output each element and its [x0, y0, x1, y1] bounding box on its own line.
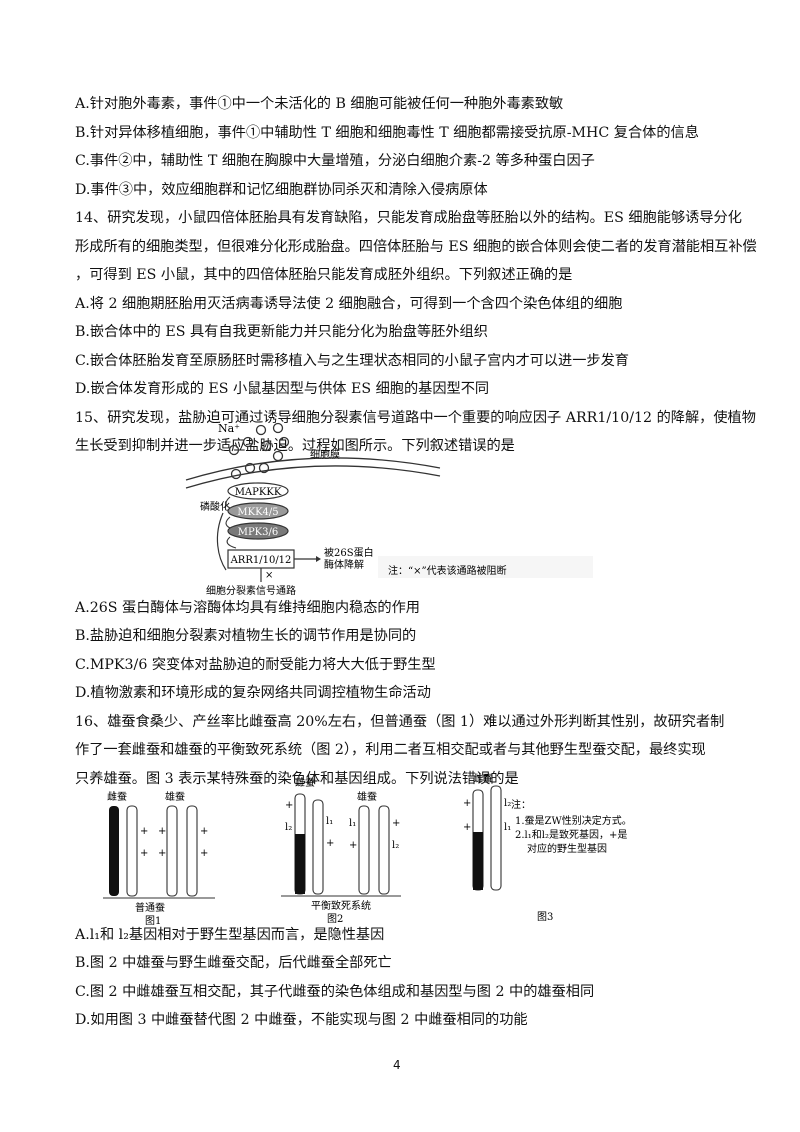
fig2-l1: l₁: [326, 816, 333, 827]
phos-curve: [216, 512, 227, 571]
fig16-note-3: 对应的野生型基因: [527, 842, 607, 855]
block-mark: ×: [265, 570, 273, 581]
fig2-plus: +: [285, 800, 293, 811]
fig2-female-label: 雌蚕: [295, 776, 315, 789]
option-13a: A.针对胞外毒素，事件①中一个未活化的 B 细胞可能被任何一种胞外毒素致敏: [75, 96, 564, 112]
fig2-w-dark-segment: [295, 834, 305, 894]
membrane-inner: [185, 465, 441, 489]
note-panel: [378, 556, 593, 578]
fig1-male-z1: [166, 805, 178, 897]
kinase-mapkkk: [227, 482, 289, 500]
inner-ions: [230, 462, 270, 480]
question-14-line3: ，可得到 ES 小鼠，其中的四倍体胚胎只能发育成胚外组织。下列叙述正确的是: [75, 267, 573, 283]
fig3-plus: +: [463, 798, 471, 809]
arrow-1: [225, 496, 231, 509]
question-15-line2: 生长受到抑制并进一步适应盐胁迫。过程如图所示。下列叙述错误的是: [75, 438, 515, 454]
degradation-label-2: 酶体降解: [324, 558, 364, 571]
option-15d: D.植物激素和环境形成的复杂网络共同调控植物生命活动: [75, 685, 431, 701]
fig2-l2: l₂: [285, 822, 292, 833]
fig2-plus: +: [349, 840, 357, 851]
fig1-female-label: 雌蚕: [107, 790, 127, 803]
kinase-mkk45: [227, 502, 289, 520]
option-14c: C.嵌合体胚胎发育至原肠胚时需移植入与之生理状态相同的小鼠子宫内才可以进一步发育: [75, 353, 629, 369]
option-14b: B.嵌合体中的 ES 具有自我更新能力并只能分化为胎盘等胚外组织: [75, 324, 488, 340]
mkk45-label: MKK4/5: [237, 507, 278, 518]
option-15b: B.盐胁迫和细胞分裂素对植物生长的调节作用是协同的: [75, 628, 417, 644]
option-13d: D.事件③中，效应细胞群和记忆细胞群协同杀灭和清除入侵病原体: [75, 182, 488, 198]
fig2-plus: +: [326, 838, 334, 849]
arr-label: ARR1/10/12: [230, 555, 292, 566]
fig1-male-label: 雄蚕: [165, 790, 185, 803]
option-15a: A.26S 蛋白酶体与溶酶体均具有维持细胞内稳态的作用: [75, 600, 420, 616]
mapkkk-label: MAPKKK: [235, 487, 282, 498]
option-14a: A.将 2 细胞期胚胎用灭活病毒诱导法使 2 细胞融合，可得到一个含四个染色体组…: [75, 296, 623, 312]
arrow-2: [225, 516, 231, 529]
question-16-line3: 只养雄蚕。图 3 表示某特殊蚕的染色体和基因组成。下列说法错误的是: [75, 771, 519, 787]
membrane-outer: [185, 457, 441, 481]
option-16b: B.图 2 中雄蚕与野生雌蚕交配，后代雌蚕全部死亡: [75, 955, 392, 971]
degradation-arrowhead: [316, 556, 321, 562]
fig1-male-z2: [186, 805, 198, 897]
fig3-l1: l₁: [504, 822, 511, 833]
fig1-plus: +: [200, 826, 208, 837]
fig1-w-chromosome: [109, 806, 119, 896]
fig1-plus: +: [200, 848, 208, 859]
mpk36-label: MPK3/6: [238, 527, 279, 538]
na-label: Na⁺: [218, 422, 240, 435]
fig2-l2: l₂: [392, 840, 399, 851]
membrane-label: 细胞膜: [310, 448, 340, 461]
fig2-caption: 图2: [327, 913, 343, 925]
fig1-caption: 图1: [145, 915, 161, 927]
question-14-line2: 形成所有的细胞类型，但很难分化形成胎盘。四倍体胚胎与 ES 细胞的嵌合体则会使二…: [75, 239, 757, 255]
option-15c: C.MPK3/6 突变体对盐胁迫的耐受能力将大大低于野生型: [75, 657, 436, 673]
fig2-male-label: 雄蚕: [357, 790, 377, 803]
fig3-w-dark-segment: [473, 832, 483, 890]
question-15-line1: 15、研究发现，盐胁迫可通过诱导细胞分裂素信号道路中一个重要的响应因子 ARR1…: [75, 410, 756, 426]
figure-16-chromosome-diagrams: 雌蚕 雄蚕 + + + + + + 普通蚕 图1 雌蚕 + l₂ l₁ + 雄蚕…: [103, 772, 632, 927]
fig16-note-2: 2.l₁和l₂是致死基因，+是: [515, 828, 627, 841]
fig2-l1: l₁: [349, 818, 356, 829]
phosphorylation-label: 磷酸化: [200, 500, 230, 513]
fig1-plus: +: [158, 848, 166, 859]
fig2-type-label: 平衡致死系统: [311, 899, 371, 912]
option-13b: B.针对异体移植细胞，事件①中辅助性 T 细胞和细胞毒性 T 细胞都需接受抗原-…: [75, 125, 699, 141]
fig1-female-z: [126, 805, 138, 897]
fig1-type-label: 普通蚕: [135, 901, 165, 914]
fig16-note-title: 注：: [511, 798, 531, 811]
fig1-plus: +: [140, 826, 148, 837]
fig3-z-chromosome: [490, 785, 502, 891]
fig1-plus: +: [140, 848, 148, 859]
kinase-mpk36: [227, 522, 289, 540]
fig3-plus: +: [463, 822, 471, 833]
question-16-line1: 16、雄蚕食桑少、产丝率比雌蚕高 20%左右，但普通蚕（图 1）难以通过外形判断…: [75, 714, 725, 730]
option-13c: C.事件②中，辅助性 T 细胞在胸腺中大量增殖，分泌白细胞介素-2 等多种蛋白因…: [75, 153, 595, 169]
fig2-male-z2: [378, 805, 390, 895]
fig2-male-z1: [358, 805, 370, 895]
pathway-label: 细胞分裂素信号通路: [206, 584, 296, 597]
question-14-line1: 14、研究发现，小鼠四倍体胚胎具有发育缺陷，只能发育成胎盘等胚胎以外的结构。ES…: [75, 210, 742, 226]
option-16d: D.如用图 3 中雌蚕替代图 2 中雌蚕，不能实现与图 2 中雌蚕相同的功能: [75, 1012, 528, 1028]
fig1-plus: +: [158, 826, 166, 837]
fig2-female-z: [312, 799, 324, 895]
fig16-note-1: 1.蚕是ZW性别决定方式。: [515, 814, 632, 827]
figure-15-signaling-diagram: Na⁺ 细胞膜 磷酸化 MAPKKK MKK4/5 MPK3/6 ARR1/10…: [185, 422, 593, 597]
fig3-caption: 图3: [537, 911, 553, 923]
arrow-3: [226, 536, 237, 549]
figure-15-note: 注：“×”代表该通路被阻断: [388, 564, 507, 577]
fig2-plus: +: [392, 818, 400, 829]
fig3-female-label: 雌蚕: [473, 772, 493, 785]
fig3-l2: l₂: [504, 798, 511, 809]
page-number: 4: [393, 1058, 401, 1072]
degradation-label-1: 被26S蛋白: [324, 546, 374, 559]
option-16a: A.l₁和 l₂基因相对于野生型基因而言，是隐性基因: [75, 927, 385, 943]
option-14d: D.嵌合体发育形成的 ES 小鼠基因型与供体 ES 细胞的基因型不同: [75, 381, 490, 397]
question-16-line2: 作了一套雌蚕和雄蚕的平衡致死系统（图 2），利用二者互相交配或者与其他野生型蚕交…: [75, 742, 706, 758]
option-16c: C.图 2 中雌雄蚕互相交配，其子代雌蚕的染色体组成和基因型与图 2 中的雄蚕相…: [75, 984, 595, 1000]
